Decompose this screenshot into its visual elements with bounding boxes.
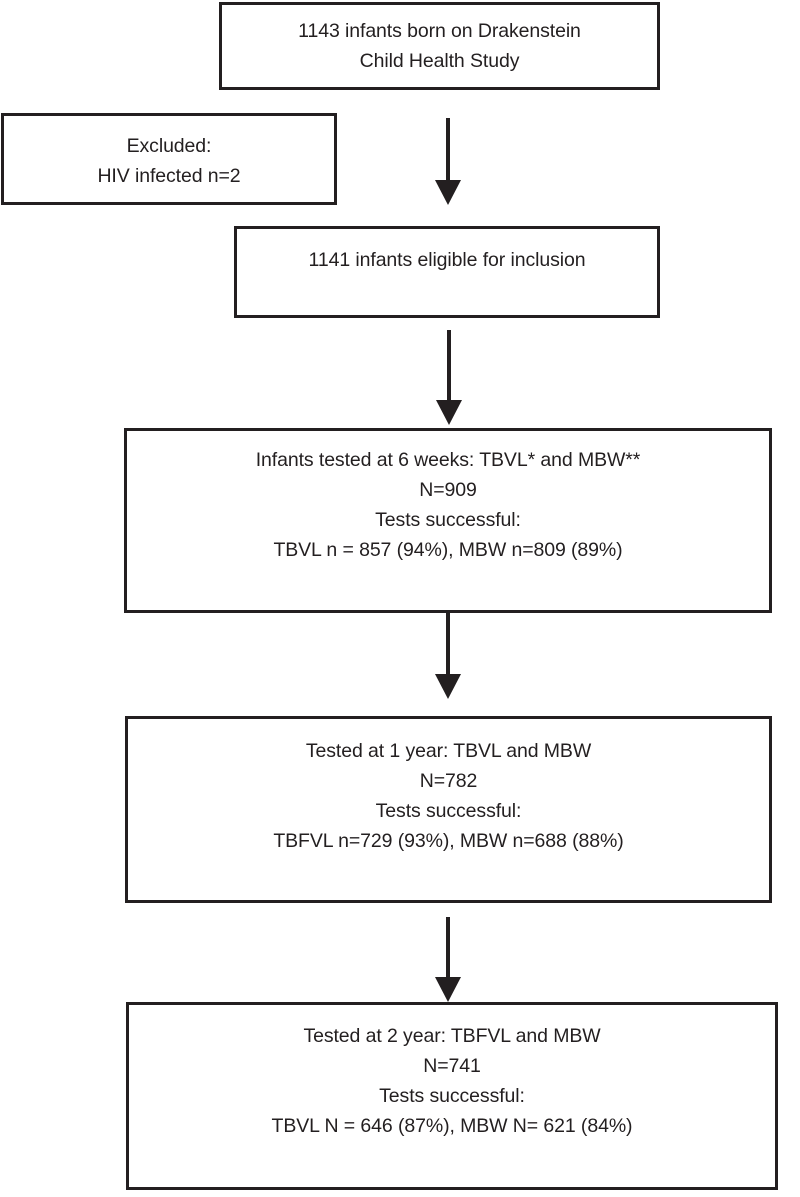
- tested-2-year-line-1: Tested at 2 year: TBFVL and MBW: [303, 1025, 601, 1047]
- tested-1-year-line-4: TBFVL n=729 (93%), MBW n=688 (88%): [273, 830, 624, 852]
- tested-6-weeks-line-2: N=909: [419, 479, 477, 501]
- arrow-eligible-to-6-weeks: [436, 330, 462, 425]
- births-box-line-2: Child Health Study: [359, 50, 520, 72]
- eligible-box-line-1: 1141 infants eligible for inclusion: [308, 249, 586, 271]
- tested-2-year-box: Tested at 2 year: TBFVL and MBW N=741 Te…: [126, 1002, 778, 1190]
- tested-2-year-line-3: Tests successful:: [379, 1085, 525, 1107]
- tested-6-weeks-box: Infants tested at 6 weeks: TBVL* and MBW…: [124, 428, 772, 613]
- tested-1-year-box: Tested at 1 year: TBVL and MBW N=782 Tes…: [125, 716, 772, 903]
- arrow-head-icon: [435, 180, 461, 205]
- arrow-1-year-to-2-year: [435, 917, 461, 1002]
- arrow-head-icon: [435, 674, 461, 699]
- tested-2-year-line-2: N=741: [423, 1055, 481, 1077]
- excluded-box-line-2: HIV infected n=2: [97, 165, 241, 187]
- tested-2-year-line-4: TBVL N = 646 (87%), MBW N= 621 (84%): [271, 1115, 633, 1137]
- arrow-head-icon: [435, 977, 461, 1002]
- arrow-head-icon: [436, 400, 462, 425]
- excluded-box-line-1: Excluded:: [126, 135, 212, 157]
- arrow-shaft: [446, 118, 450, 180]
- arrow-shaft: [446, 917, 450, 977]
- tested-6-weeks-line-1: Infants tested at 6 weeks: TBVL* and MBW…: [255, 449, 641, 471]
- tested-6-weeks-line-4: TBVL n = 857 (94%), MBW n=809 (89%): [273, 539, 623, 561]
- births-box-line-1: 1143 infants born on Drakenstein: [298, 20, 581, 42]
- arrow-births-to-eligible: [435, 118, 461, 205]
- tested-1-year-line-3: Tests successful:: [375, 800, 522, 822]
- excluded-box: Excluded: HIV infected n=2: [1, 113, 337, 205]
- tested-6-weeks-line-3: Tests successful:: [375, 509, 521, 531]
- tested-1-year-line-2: N=782: [419, 770, 478, 792]
- arrow-6-weeks-to-1-year: [435, 613, 461, 699]
- arrow-shaft: [446, 613, 450, 674]
- eligible-box: 1141 infants eligible for inclusion: [234, 226, 660, 318]
- arrow-shaft: [447, 330, 451, 400]
- tested-1-year-line-1: Tested at 1 year: TBVL and MBW: [305, 740, 592, 762]
- births-box: 1143 infants born on Drakenstein Child H…: [219, 2, 660, 90]
